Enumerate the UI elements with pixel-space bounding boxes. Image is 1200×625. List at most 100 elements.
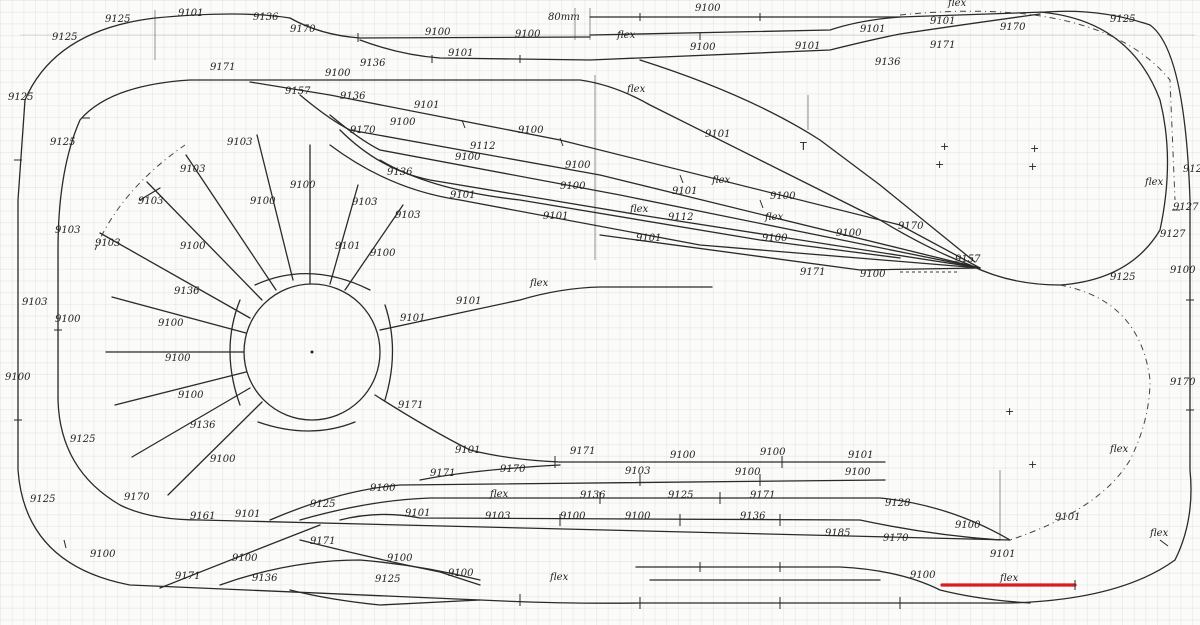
track-part-label: 9100 [158, 318, 184, 329]
track-part-label: 9103 [395, 210, 420, 221]
track-part-label: 9136 [740, 511, 766, 522]
track-part-label: 9101 [448, 48, 473, 59]
track-part-label: 9100 [565, 160, 591, 171]
track-part-label: 9170 [898, 221, 924, 232]
track-part-label: 9136 [174, 286, 200, 297]
track-part-label: 9125 [375, 574, 400, 585]
track-part-label: flex [489, 489, 509, 500]
track-part-label: 9136 [253, 12, 279, 23]
track-part-label: 9125 [105, 14, 130, 25]
track-part-label: flex [549, 572, 569, 583]
turntable [94, 144, 394, 432]
track-part-label: 9100 [762, 233, 788, 244]
track-part-label: 9103 [352, 197, 377, 208]
track-part-label: flex [1149, 528, 1169, 539]
track-part-label: 9103 [138, 196, 163, 207]
svg-text:+: + [1028, 160, 1037, 173]
lower-siding-tracks [159, 479, 1031, 606]
track-part-label: 9125 [50, 137, 75, 148]
track-part-label: 9100 [370, 248, 396, 259]
track-part-label: flex [529, 278, 549, 289]
track-part-label: 9101 [860, 24, 885, 35]
svg-text:+: + [935, 158, 944, 171]
track-part-label: 9100 [390, 117, 416, 128]
track-part-label: 9125 [1110, 14, 1135, 25]
track-part-label: 9112 [668, 212, 693, 223]
track-part-label: flex [629, 204, 649, 215]
track-part-label: 9112 [470, 141, 495, 152]
track-part-label: 9101 [1055, 512, 1080, 523]
track-part-label: 9100 [250, 196, 276, 207]
track-part-label: 9136 [252, 573, 278, 584]
track-part-label: 9103 [22, 297, 47, 308]
track-part-label: 9136 [387, 167, 413, 178]
track-part-label: 9101 [400, 313, 425, 324]
track-part-label: 9127 [1173, 202, 1199, 213]
track-part-label: 9125 [70, 434, 95, 445]
track-part-label: 9100 [165, 353, 191, 364]
track-part-label: 9125 [52, 32, 77, 43]
track-part-label: 9157 [955, 254, 981, 265]
track-part-label: 9170 [1170, 377, 1196, 388]
track-part-label: 9100 [178, 390, 204, 401]
track-part-label: 9100 [90, 549, 116, 560]
track-part-label: 9100 [560, 511, 586, 522]
track-part-label: 9101 [543, 211, 568, 222]
track-part-label: 9171 [430, 468, 455, 479]
svg-text:+: + [1030, 142, 1039, 155]
svg-text:+: + [940, 140, 949, 153]
track-part-label: flex [1109, 444, 1129, 455]
track-part-label: 9127 [1160, 229, 1186, 240]
track-part-label: 9100 [770, 191, 796, 202]
track-part-label: 9100 [955, 520, 981, 531]
track-part-label: 9125 [30, 494, 55, 505]
track-part-label: 9125 [668, 490, 693, 501]
track-part-label: 9103 [55, 225, 80, 236]
track-part-label: 9100 [625, 511, 651, 522]
track-part-label: 9100 [670, 450, 696, 461]
track-part-label: 9100 [518, 125, 544, 136]
track-part-label: 9101 [795, 41, 820, 52]
track-part-label: 9101 [705, 129, 730, 140]
construction-lines [20, 8, 1195, 540]
svg-text:T: T [799, 140, 807, 153]
track-part-label: 9100 [55, 314, 81, 325]
track-part-label: 9100 [1170, 265, 1196, 276]
track-part-label: 9101 [235, 509, 260, 520]
track-part-label: 9100 [180, 241, 206, 252]
track-part-label: 9100 [695, 3, 721, 14]
track-part-label: 9103 [485, 511, 510, 522]
track-part-label: 9101 [414, 100, 439, 111]
track-part-label: 9136 [190, 420, 216, 431]
track-part-label: 9171 [310, 536, 335, 547]
track-part-label: 9100 [760, 447, 786, 458]
radial-tracks [99, 134, 404, 496]
track-part-label: flex [626, 84, 646, 95]
track-part-label: 9171 [175, 571, 200, 582]
track-part-label: flex [1144, 177, 1164, 188]
track-part-label: 9101 [848, 450, 873, 461]
track-part-label: 9125 [1183, 164, 1200, 175]
track-part-label: 9171 [930, 40, 955, 51]
track-part-label: flex [999, 573, 1019, 584]
track-part-label: flex [947, 0, 967, 9]
track-part-label: 9170 [883, 533, 909, 544]
track-part-label: 9171 [398, 400, 423, 411]
track-part-label: 9136 [875, 57, 901, 68]
track-part-label: 9125 [310, 499, 335, 510]
track-part-label: 9100 [560, 181, 586, 192]
track-part-label: 9101 [672, 186, 697, 197]
track-part-label: 9170 [500, 464, 526, 475]
track-part-label: 9103 [227, 137, 252, 148]
track-part-label: 9170 [1000, 22, 1026, 33]
track-part-label: 9171 [210, 62, 235, 73]
track-part-label: 9171 [800, 267, 825, 278]
track-part-label: 9101 [636, 233, 661, 244]
yard-tracks [249, 59, 981, 273]
track-part-label: 9100 [515, 29, 541, 40]
track-part-label: 9128 [885, 498, 910, 509]
track-part-label: 80mm [548, 12, 580, 23]
track-joint-ticks [14, 13, 1194, 609]
